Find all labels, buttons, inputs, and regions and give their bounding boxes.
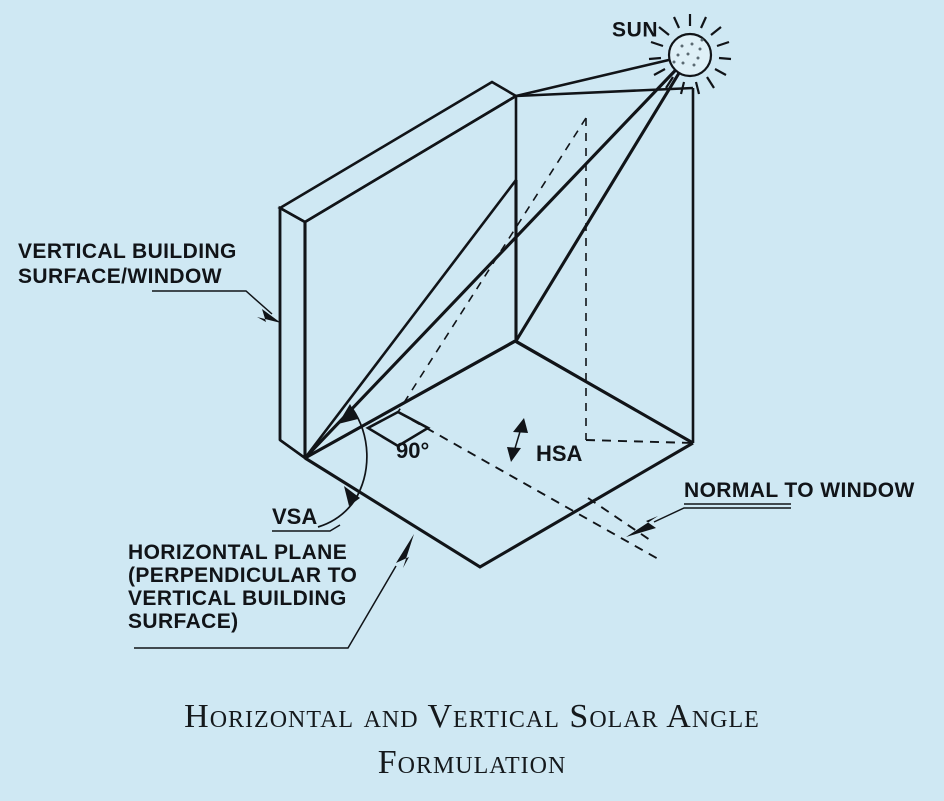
dashed-solar-projection-line [397,117,587,413]
leader-horizontal-plane-arrow [396,534,414,568]
ground-plane-outline [304,441,694,569]
leader-vertical-surface-line [152,290,273,315]
vsa-angle-marker [317,404,368,528]
label-normal-to-window: NORMAL TO WINDOW [684,479,915,502]
label-right-angle: 90° [396,438,429,463]
label-hsa: HSA [536,441,583,466]
normal-to-window-line [585,439,694,444]
hsa-arrow-up [513,418,528,433]
label-horizontal-plane-line4: SURFACE) [128,610,239,633]
label-vertical-surface-line1: VERTICAL BUILDING [18,240,237,263]
right-panel-top-edge [515,86,694,98]
hsa-arrow-down [507,447,521,462]
leader-normal-line [653,507,791,523]
leader-normal-to-window [587,497,791,541]
solar-ray-grazing-slab-top [515,53,691,98]
solar-rays [303,53,692,460]
solar-ray-to-panel-corner [514,54,692,342]
right-angle-marker [365,410,431,448]
label-vsa: VSA [272,504,317,529]
vsa-label-underline [272,524,341,532]
solar-ray-to-origin [303,53,692,460]
shadow-line-on-front-face [303,179,518,459]
vertical-building-slab [277,80,519,461]
slab-left-end-bottom-edge [279,438,306,460]
slab-top-face [277,80,519,224]
label-horizontal-plane-line3: VERTICAL BUILDING [128,587,347,610]
slab-left-end-face [278,205,307,461]
label-horizontal-plane-line1: HORIZONTAL PLANE [128,541,347,564]
ray-horizontal-projection [397,411,661,561]
vsa-arrow-lower [344,486,360,506]
slab-front-face-top-edge [304,94,517,224]
caption-line-1: Horizontal and Vertical Solar Angle [184,698,760,735]
label-underlines [272,524,341,532]
caption-line-2: Formulation [377,744,567,781]
sun-disc [667,32,713,78]
normal-line-extension [587,497,651,541]
leader-vertical-surface [152,290,281,323]
leader-normal-arrow [626,516,658,537]
sun-icon [648,14,732,95]
label-sun: SUN [612,18,658,41]
label-horizontal-plane-line2: (PERPENDICULAR TO [128,564,357,587]
sun-rays-glyph [648,14,732,95]
leader-vertical-surface-arrow [257,309,281,323]
label-vertical-surface-line2: SURFACE/WINDOW [18,265,222,288]
vsa-arrow-upper [338,404,358,424]
figure-caption: Horizontal and Vertical Solar Angle Form… [0,694,944,786]
leader-horizontal-plane [134,534,414,649]
vsa-arc [317,407,368,528]
hsa-angle-marker [507,418,528,462]
sun-texture-specks [672,38,704,67]
construction-lines [397,117,694,561]
leader-horizontal-plane-line [134,565,397,649]
